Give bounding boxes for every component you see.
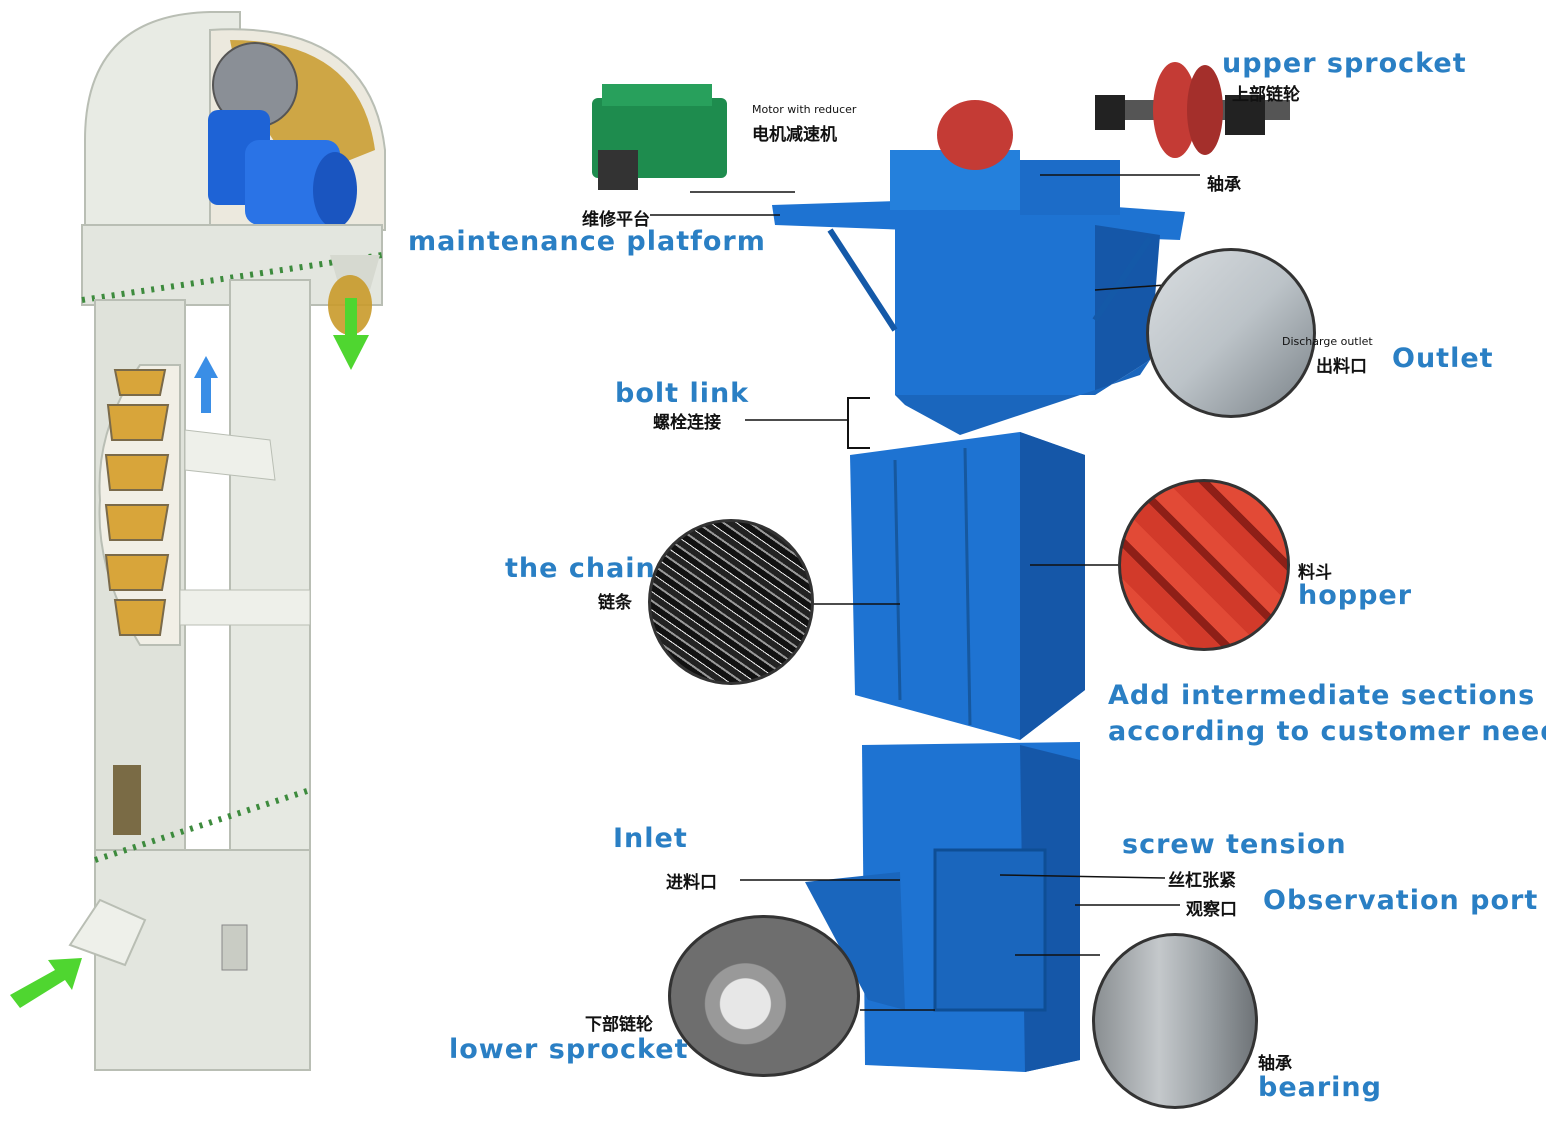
elevator-cutaway-illustration xyxy=(10,11,386,1071)
platform-cn-label: 维修平台 xyxy=(582,210,650,230)
outlet-en-label: Outlet xyxy=(1392,343,1494,374)
bolt-link-label: bolt link xyxy=(615,378,750,409)
add-sections-line2: according to customer needs xyxy=(1108,716,1546,747)
screw-tension-cn-label: 丝杠张紧 xyxy=(1168,871,1236,891)
bolt-link-cn-label: 螺栓连接 xyxy=(653,413,721,433)
chain-detail-photo xyxy=(648,519,814,685)
hopper-en-label: hopper xyxy=(1298,580,1413,611)
middle-section xyxy=(850,432,1085,740)
screw-tension-label: screw tension xyxy=(1122,829,1347,860)
upper-sprocket-label: upper sprocket xyxy=(1222,48,1467,79)
bearing-detail-photo xyxy=(1092,933,1258,1109)
hopper-cn-label: 料斗 xyxy=(1298,563,1332,583)
outlet-detail-photo xyxy=(1146,248,1316,418)
bottom-inlet-chute xyxy=(805,872,905,1010)
buckets xyxy=(104,369,170,636)
bucket-up-arrow xyxy=(194,356,218,413)
lower-sprocket-detail-photo xyxy=(668,915,860,1077)
outlet-cn-label: 出料口 xyxy=(1316,357,1367,377)
bottom-bearing-en-label: bearing xyxy=(1258,1072,1382,1103)
observation-cn-label: 观察口 xyxy=(1186,900,1237,920)
head-sprocket-red xyxy=(937,100,1013,170)
grain-out-arrow xyxy=(333,298,369,370)
chain-label: the chain xyxy=(505,553,656,584)
motor-fan-cover xyxy=(313,152,357,228)
head-dome xyxy=(84,11,241,231)
upper-sprocket-cn-label: 上部链轮 xyxy=(1232,85,1300,105)
discharge-outlet-label: Discharge outlet xyxy=(1282,335,1373,348)
motor-reducer-image xyxy=(592,84,727,190)
observation-en-label: Observation port xyxy=(1263,885,1539,916)
motor-en-label: Motor with reducer xyxy=(752,103,857,116)
bottom-section xyxy=(805,742,1080,1072)
top-bearing-cn-label: 轴承 xyxy=(1207,175,1241,195)
boot-access-door xyxy=(221,924,248,971)
head-section xyxy=(772,100,1185,435)
inlet-cn-label: 进料口 xyxy=(666,873,717,893)
hopper-detail-photo xyxy=(1118,479,1290,651)
lower-sprocket-en-label: lower sprocket xyxy=(449,1034,689,1065)
boot-inlet-chute xyxy=(68,898,147,967)
bottom-bearing-cn-label: 轴承 xyxy=(1258,1054,1292,1074)
chain-cn-label: 链条 xyxy=(598,593,632,613)
boot-section xyxy=(94,849,311,1071)
inlet-label: Inlet xyxy=(613,823,688,854)
components-illustration xyxy=(592,62,1290,1072)
motor-cn-label: 电机减速机 xyxy=(752,125,837,145)
inspection-window xyxy=(113,765,141,835)
platform-en-label: maintenance platform xyxy=(408,226,766,257)
lower-sprocket-cn-label: 下部链轮 xyxy=(585,1015,653,1035)
add-sections-line1: Add intermediate sections xyxy=(1108,680,1536,711)
upper-sprocket-image xyxy=(1095,62,1290,158)
grain-in-arrow xyxy=(10,958,82,1008)
